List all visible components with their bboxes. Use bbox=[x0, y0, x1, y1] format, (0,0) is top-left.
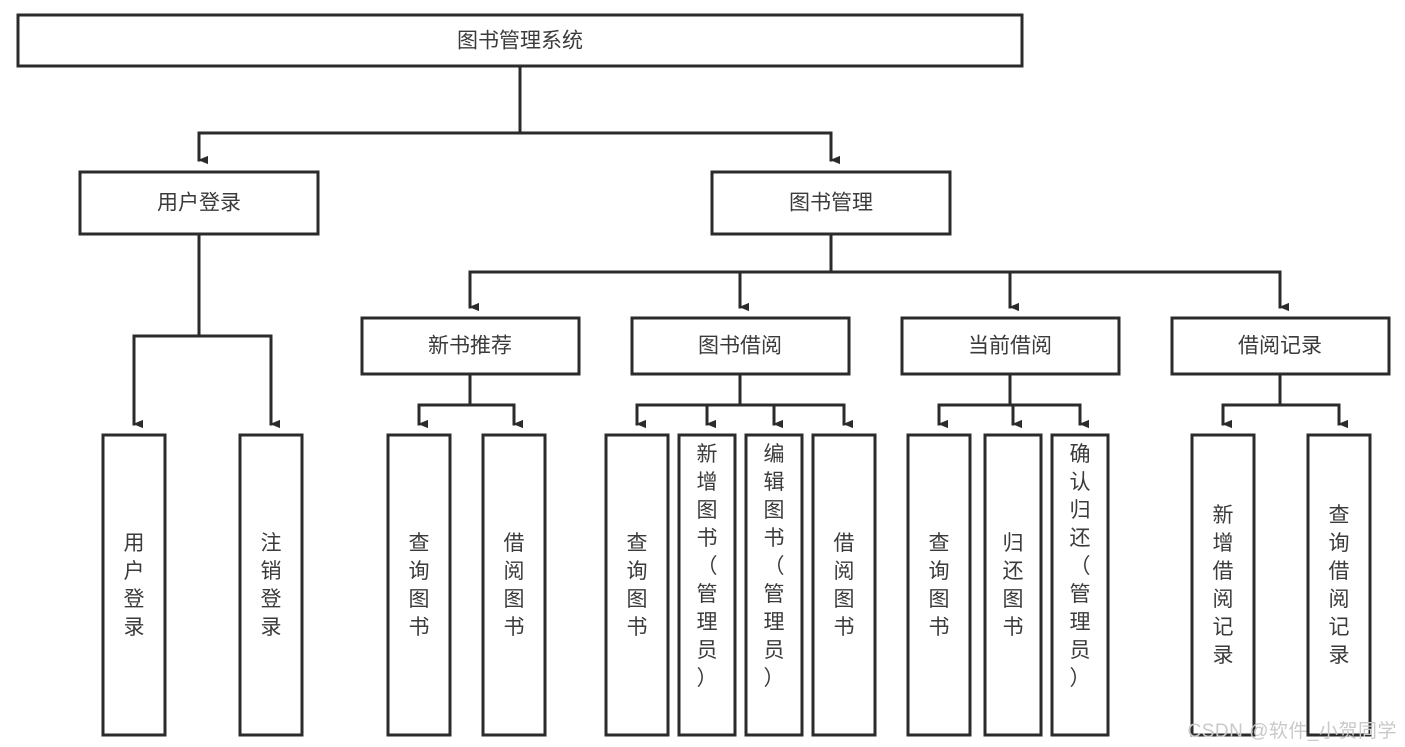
node-leaf-return-book-box[interactable] bbox=[983, 433, 1043, 737]
node-root[interactable]: 图书管理系统 bbox=[16, 13, 1024, 68]
node-new-book-rec[interactable]: 新书推荐 bbox=[360, 316, 581, 376]
node-new-book-rec-label: 新书推荐 bbox=[428, 335, 512, 358]
node-leaf-query-record-label: 查询借阅记录 bbox=[1329, 504, 1350, 667]
node-book-manage[interactable]: 图书管理 bbox=[710, 170, 952, 236]
node-leaf-confirm-return-label: 确认归还（管理员） bbox=[1070, 443, 1091, 690]
leaf-node-layer: 用户登录 注销登录 查询图书 借阅图书 查询图书 新增图书（管理员） 编辑图书（管理员） 借阅… bbox=[101, 433, 1372, 737]
connector-layer bbox=[132, 64, 1348, 429]
node-leaf-query-book-3-label: 查询图书 bbox=[929, 532, 950, 639]
node-book-borrow[interactable]: 图书借阅 bbox=[630, 316, 851, 376]
node-leaf-query-book-2-box[interactable] bbox=[604, 433, 670, 737]
node-user-login-box[interactable] bbox=[78, 170, 320, 236]
node-leaf-add-book[interactable]: 新增图书（管理员） bbox=[677, 433, 737, 737]
node-leaf-borrow-book-2-label: 借阅图书 bbox=[834, 532, 855, 639]
node-leaf-edit-book[interactable]: 编辑图书（管理员） bbox=[744, 433, 804, 737]
node-leaf-borrow-book-1[interactable]: 借阅图书 bbox=[481, 433, 547, 737]
node-current-borrow-box[interactable] bbox=[900, 316, 1121, 376]
node-borrow-record-box[interactable] bbox=[1170, 316, 1391, 376]
node-leaf-add-record-box[interactable] bbox=[1190, 433, 1256, 737]
node-leaf-query-book-2-label: 查询图书 bbox=[627, 532, 648, 639]
node-leaf-query-book-1[interactable]: 查询图书 bbox=[386, 433, 452, 737]
node-leaf-add-record-label: 新增借阅记录 bbox=[1213, 504, 1234, 667]
node-book-manage-label: 图书管理 bbox=[789, 192, 873, 215]
node-leaf-logout[interactable]: 注销登录 bbox=[238, 433, 304, 737]
node-leaf-borrow-book-2-box[interactable] bbox=[811, 433, 877, 737]
watermark-text: CSDN @软件_小贺同学 bbox=[1187, 721, 1397, 742]
node-leaf-edit-book-label: 编辑图书（管理员） bbox=[764, 443, 785, 690]
node-leaf-query-book-1-label: 查询图书 bbox=[409, 532, 430, 639]
node-user-login[interactable]: 用户登录 bbox=[78, 170, 320, 236]
node-leaf-user-login-label: 用户登录 bbox=[124, 532, 145, 639]
node-user-login-label: 用户登录 bbox=[157, 192, 241, 215]
node-leaf-logout-box[interactable] bbox=[238, 433, 304, 737]
node-leaf-return-book[interactable]: 归还图书 bbox=[983, 433, 1043, 737]
node-leaf-query-book-1-box[interactable] bbox=[386, 433, 452, 737]
node-leaf-add-record[interactable]: 新增借阅记录 bbox=[1190, 433, 1256, 737]
node-leaf-user-login[interactable]: 用户登录 bbox=[101, 433, 167, 737]
node-leaf-add-book-box[interactable] bbox=[677, 433, 737, 737]
node-new-book-rec-box[interactable] bbox=[360, 316, 581, 376]
node-leaf-logout-label: 注销登录 bbox=[261, 532, 282, 639]
node-borrow-record[interactable]: 借阅记录 bbox=[1170, 316, 1391, 376]
node-leaf-return-book-label: 归还图书 bbox=[1003, 532, 1024, 639]
node-leaf-edit-book-box[interactable] bbox=[744, 433, 804, 737]
node-leaf-confirm-return-box[interactable] bbox=[1050, 433, 1110, 737]
node-leaf-confirm-return[interactable]: 确认归还（管理员） bbox=[1050, 433, 1110, 737]
node-leaf-borrow-book-1-label: 借阅图书 bbox=[504, 532, 525, 639]
node-leaf-user-login-box[interactable] bbox=[101, 433, 167, 737]
node-borrow-record-label: 借阅记录 bbox=[1238, 335, 1322, 358]
node-leaf-query-book-3-box[interactable] bbox=[906, 433, 972, 737]
node-leaf-borrow-book-1-box[interactable] bbox=[481, 433, 547, 737]
node-book-manage-box[interactable] bbox=[710, 170, 952, 236]
node-current-borrow[interactable]: 当前借阅 bbox=[900, 316, 1121, 376]
node-book-borrow-box[interactable] bbox=[630, 316, 851, 376]
node-leaf-query-book-2[interactable]: 查询图书 bbox=[604, 433, 670, 737]
node-current-borrow-label: 当前借阅 bbox=[968, 335, 1052, 358]
node-leaf-query-record[interactable]: 查询借阅记录 bbox=[1306, 433, 1372, 737]
node-leaf-add-book-label: 新增图书（管理员） bbox=[697, 443, 718, 690]
node-root-label: 图书管理系统 bbox=[457, 30, 583, 53]
node-root-box[interactable] bbox=[16, 13, 1024, 68]
node-leaf-query-record-box[interactable] bbox=[1306, 433, 1372, 737]
node-leaf-borrow-book-2[interactable]: 借阅图书 bbox=[811, 433, 877, 737]
node-leaf-query-book-3[interactable]: 查询图书 bbox=[906, 433, 972, 737]
node-book-borrow-label: 图书借阅 bbox=[698, 335, 782, 358]
